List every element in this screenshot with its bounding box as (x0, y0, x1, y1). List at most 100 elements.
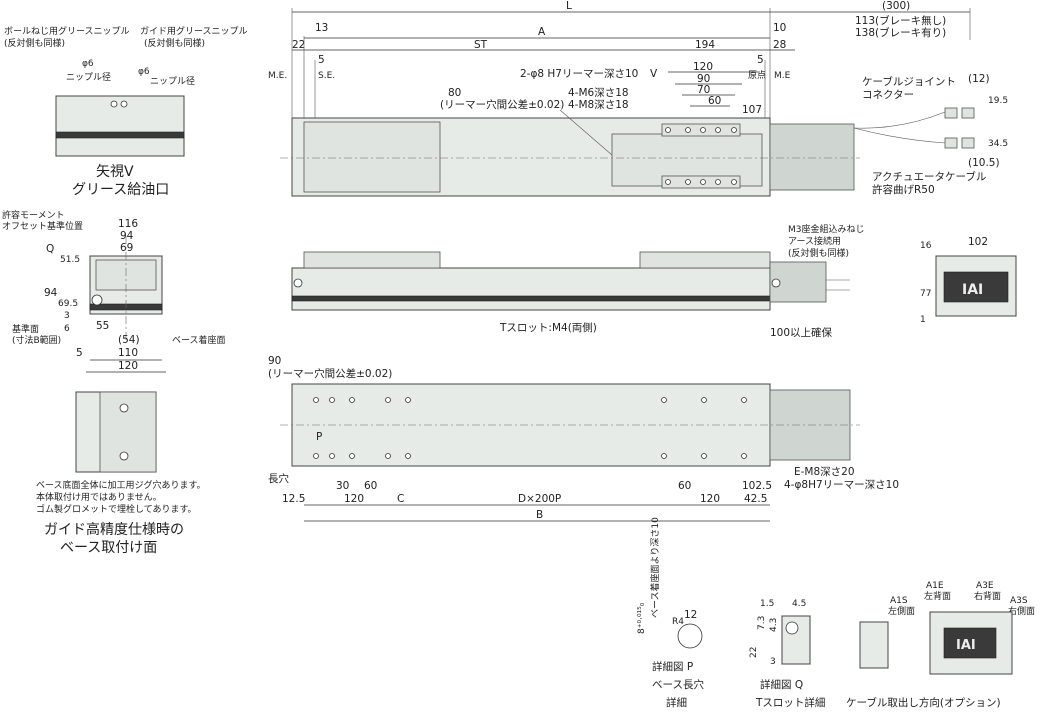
label-120b: 120 (700, 493, 720, 505)
label-a3s-sub: 右側面 (1008, 605, 1035, 617)
actuator-body-side (291, 267, 771, 311)
caption-base-mount: ベース取付け面 (60, 540, 157, 556)
motor-top (769, 123, 855, 191)
label-R4: R4 (672, 617, 684, 627)
hole (741, 397, 747, 403)
cable-connector-d (961, 137, 975, 149)
hole (731, 179, 737, 185)
label-77: 77 (920, 289, 931, 299)
label-94: 94 (120, 230, 134, 242)
label-22: 22 (292, 39, 305, 51)
label-reamer-4: 4-φ8H7リーマー深さ10 (784, 479, 899, 491)
label-4-5: 4.5 (792, 599, 806, 609)
bottom-view: 90 (リーマー穴間公差±0.02) P 長穴 12.5 30 60 (268, 355, 899, 522)
hole (349, 453, 355, 459)
grease-nipple-ball (110, 100, 118, 108)
label-ground: アース接続用 (788, 235, 841, 247)
label-19-5: 19.5 (988, 96, 1008, 106)
label-a3s: A3S (1010, 596, 1028, 606)
caption-guide-spec: ガイド高精度仕様時の (44, 521, 184, 538)
label-Q: Q (46, 243, 54, 255)
label-home: 原点 (748, 70, 766, 81)
label-69: 69 (120, 242, 133, 254)
hole (329, 453, 335, 459)
label-nipple-dia-b: ニップル径 (150, 75, 195, 87)
tslot-profile (781, 615, 811, 665)
label-51-5: 51.5 (60, 255, 80, 265)
hole (700, 179, 706, 185)
label-30: 30 (336, 480, 349, 492)
label-a1e-sub: 左背面 (924, 590, 951, 602)
slider-side (639, 251, 771, 269)
label-m8: 4-M8深さ18 (568, 99, 629, 111)
label-4-3: 4.3 (769, 618, 779, 632)
hole (119, 403, 129, 413)
end-screw (771, 278, 781, 288)
label-194: 194 (695, 39, 715, 51)
hole (731, 127, 737, 133)
label-ST: ST (474, 39, 488, 51)
detail-q: 1.5 4.5 7.3 4.3 22 3 詳細図 Q Tスロット詳細 (749, 599, 825, 709)
label-actuator-cable: アクチュエータケーブル (872, 170, 986, 183)
cable-connector-c (961, 107, 975, 119)
hole (385, 453, 391, 459)
label-1-5: 1.5 (760, 599, 774, 609)
label-guide-nipple: ガイド用グリースニップル (140, 25, 248, 37)
hole (665, 179, 671, 185)
label-tslot: Tスロット:M4(両側) (499, 321, 597, 334)
label-bend-radius: 許容曲げR50 (872, 183, 935, 196)
cable-end-plate (943, 627, 997, 659)
end-view: 許容モーメント オフセット基準位置 116 94 69 Q 51.5 94 69… (2, 209, 226, 373)
hole (715, 127, 721, 133)
iai-logo-cable: IAI (956, 638, 976, 653)
hole (329, 397, 335, 403)
label-34-5: 34.5 (988, 139, 1008, 149)
iai-logo-motor: IAI (962, 282, 983, 298)
label-DP: D×200P (518, 493, 561, 505)
hole (119, 451, 129, 461)
label-cable-joint: ケーブルジョイント (862, 75, 956, 88)
label-phi6-b: φ6 (138, 67, 150, 77)
label-54: (54) (118, 334, 140, 346)
label-reamer-tol: (リーマー穴間公差±0.02) (440, 98, 564, 111)
hole (405, 397, 411, 403)
slot-hole (677, 623, 703, 649)
caption-detail-p-sub: 詳細 (666, 696, 687, 709)
hole (661, 397, 667, 403)
hole (701, 397, 707, 403)
label-60b: 60 (678, 480, 691, 492)
label-60a: 60 (364, 480, 377, 492)
label-80: 80 (448, 87, 461, 99)
hole (701, 453, 707, 459)
label-70: 70 (697, 84, 710, 96)
caption-view-v: 矢視V (96, 164, 134, 180)
label-28: 28 (773, 39, 786, 51)
label-5a: 5 (318, 54, 325, 66)
hole (665, 127, 671, 133)
label-a1e: A1E (926, 581, 944, 591)
label-ref-range: (寸法B範囲) (12, 334, 61, 346)
motor-end-view: 102 16 77 1 IAI (920, 236, 1017, 325)
label-10-5: (10.5) (968, 157, 1000, 169)
caption-detail-p: 詳細図 P (652, 660, 693, 673)
label-tol-p: 8⁺⁰·⁰¹⁵₀ (637, 602, 647, 634)
label-110: 110 (118, 347, 138, 359)
label-ball-nipple-sub: (反対側も同様) (4, 37, 65, 49)
side-view: M3座金組込みねじ アース接続用 (反対側も同様) Tスロット:M4(両側) 1… (291, 223, 865, 339)
label-116: 116 (118, 218, 138, 230)
label-12-p: 12 (684, 609, 697, 621)
label-5b: 5 (757, 54, 764, 66)
label-depth-note: ベース着座面より深さ10 (649, 517, 661, 618)
label-brake-none: 113(ブレーキ無し) (855, 14, 946, 27)
label-ME-left: M.E. (268, 71, 287, 81)
label-a1s-sub: 左側面 (888, 605, 915, 617)
label-7-3: 7.3 (757, 616, 767, 630)
label-3-q: 3 (770, 657, 776, 667)
label-12: (12) (968, 73, 990, 85)
label-tol-bottom: (リーマー穴間公差±0.02) (268, 367, 392, 380)
hole (741, 453, 747, 459)
label-ground-sub: (反対側も同様) (788, 247, 849, 259)
hole (715, 179, 721, 185)
label-300: (300) (882, 0, 910, 12)
